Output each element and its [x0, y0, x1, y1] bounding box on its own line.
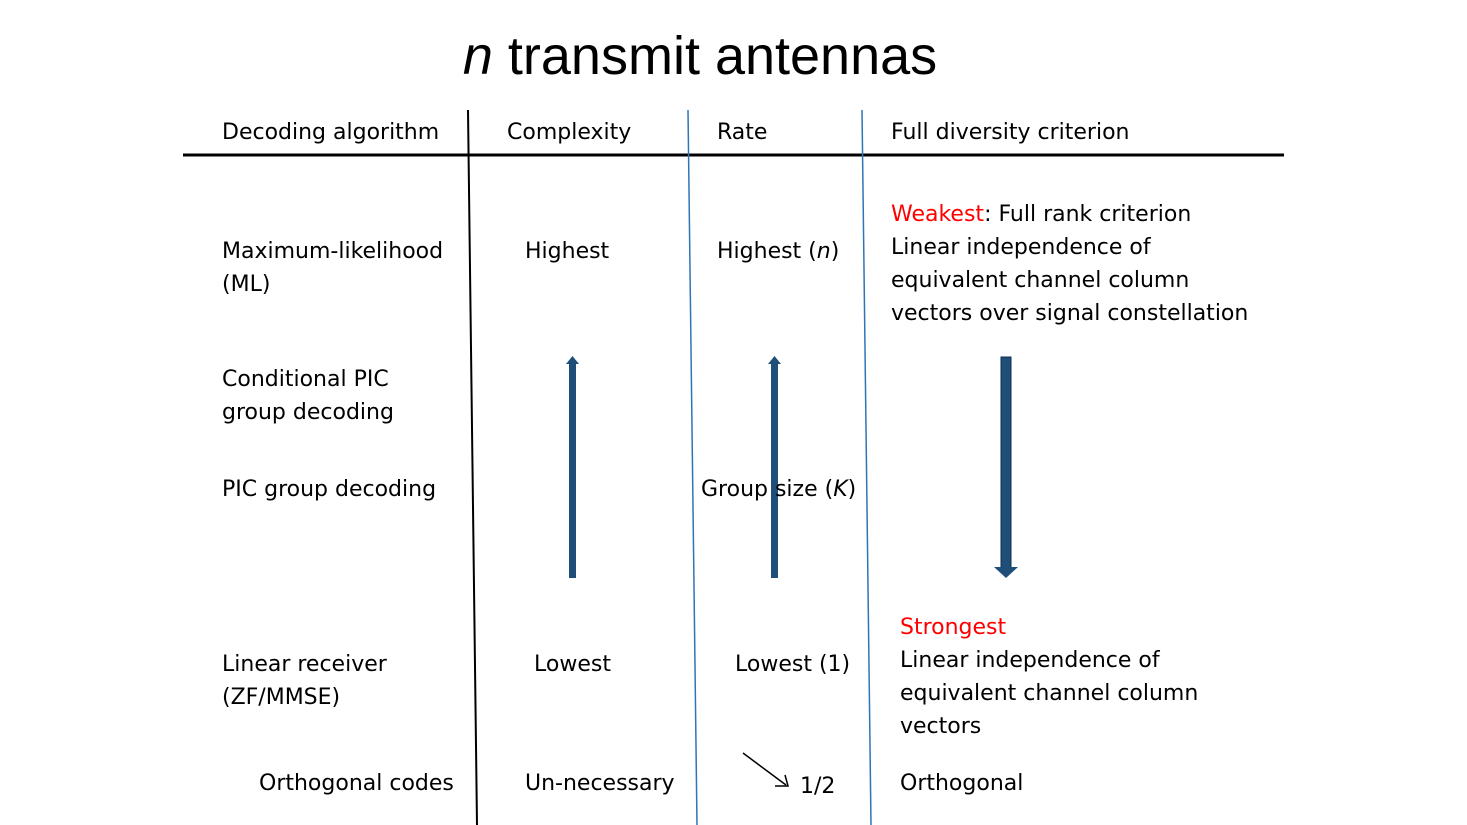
pic-algorithm: PIC group decoding	[222, 477, 437, 502]
linear-diversity-criterion: Strongest Linear independence of equival…	[900, 611, 1198, 743]
column-divider-3	[861, 109, 872, 825]
header-decoding-algorithm: Decoding algorithm	[222, 120, 440, 145]
orthogonal-rate: 1/2	[800, 774, 836, 799]
strongest-label: Strongest	[900, 615, 1007, 640]
page-title: n transmit antennas	[462, 26, 938, 86]
ml-diversity-criterion: Weakest: Full rank criterion Linear inde…	[891, 202, 1249, 326]
header-complexity: Complexity	[507, 120, 632, 145]
linear-complexity: Lowest	[534, 652, 611, 677]
weakest-label: Weakest	[891, 202, 985, 227]
complexity-up-arrow	[566, 356, 579, 578]
column-divider-2	[687, 109, 698, 825]
ml-rate: Highest (n)	[717, 239, 840, 264]
ml-complexity: Highest	[525, 239, 610, 264]
orthogonal-diversity: Orthogonal	[900, 771, 1024, 796]
column-divider-1	[467, 109, 478, 825]
orthogonal-codes-algorithm: Orthogonal codes	[259, 771, 454, 796]
linear-rate: Lowest (1)	[735, 652, 851, 677]
rate-up-arrow	[768, 356, 781, 578]
rate-decrease-arrow	[742, 752, 789, 787]
header-rate: Rate	[717, 120, 768, 145]
orthogonal-complexity: Un-necessary	[525, 771, 675, 796]
pic-rate: Group size (K)	[701, 477, 857, 502]
ml-algorithm: Maximum-likelihood (ML)	[222, 239, 444, 297]
conditional-pic-algorithm: Conditional PIC group decoding	[222, 367, 394, 425]
header-full-diversity: Full diversity criterion	[891, 120, 1130, 145]
linear-receiver-algorithm: Linear receiver (ZF/MMSE)	[222, 652, 387, 710]
diversity-down-arrow	[994, 356, 1018, 578]
